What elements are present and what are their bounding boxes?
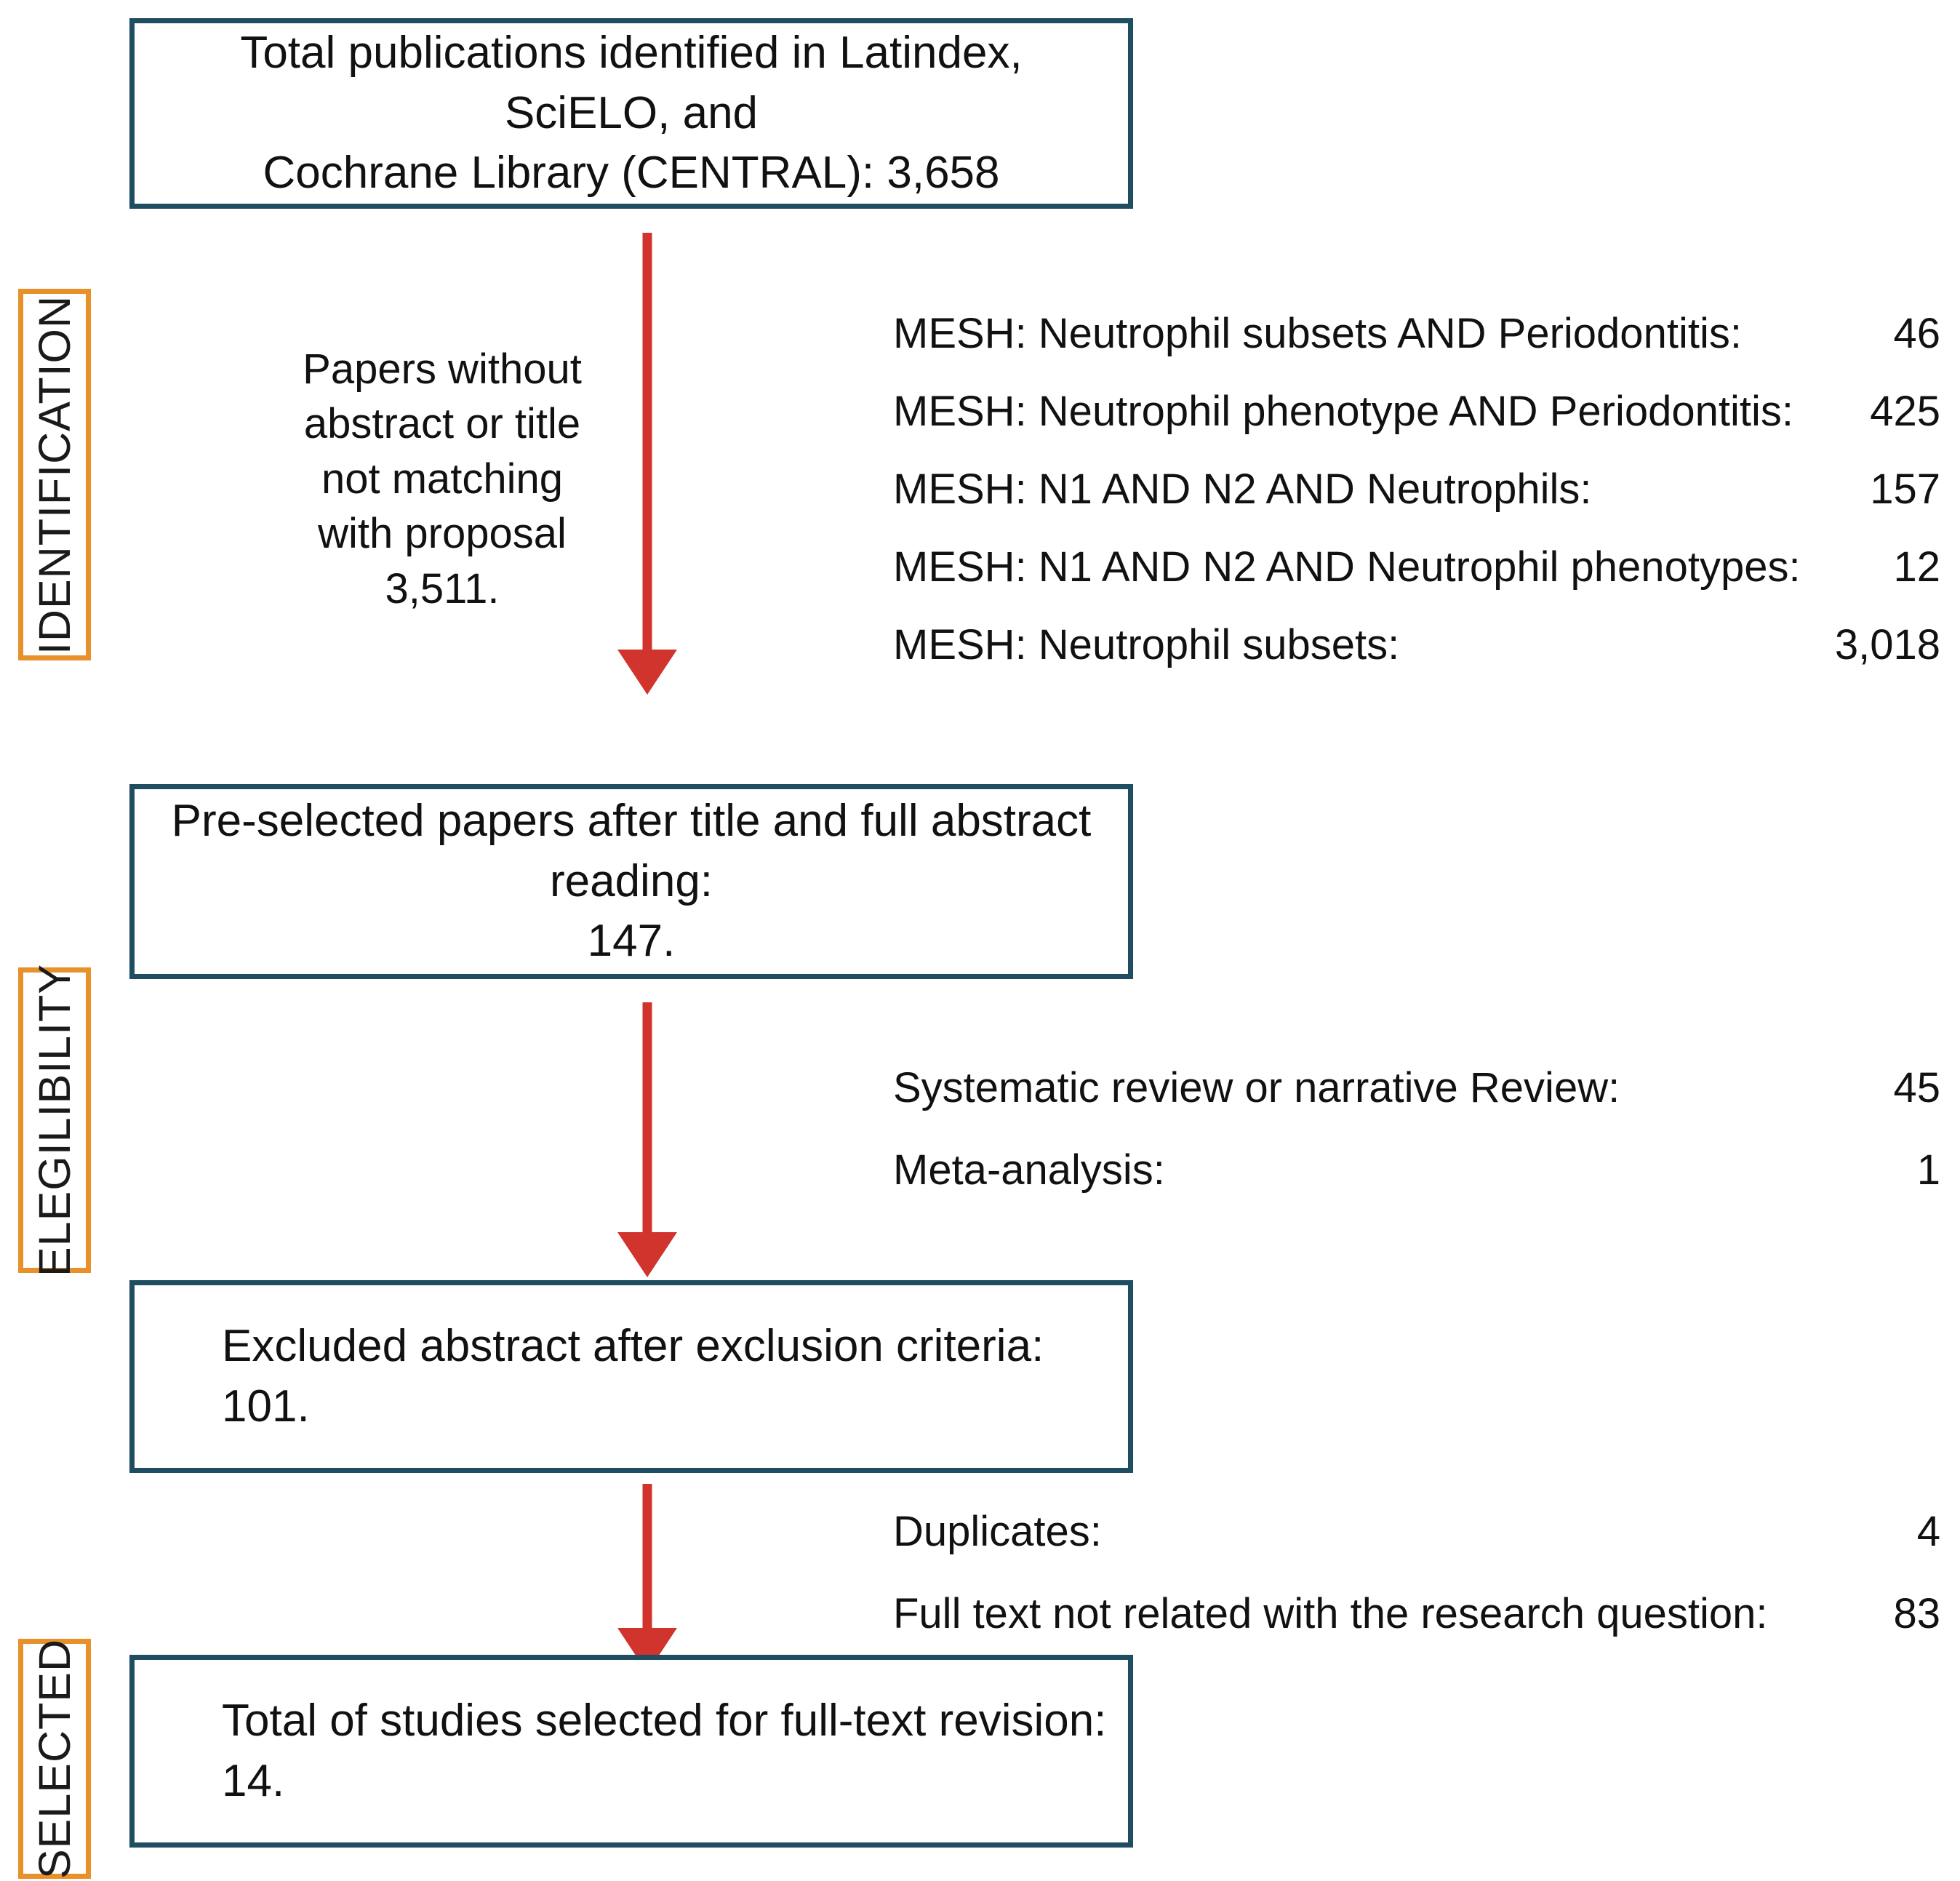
stage-label-identification: IDENTIFICATION: [18, 289, 91, 660]
box-2-line-1: Pre-selected papers after title and full…: [171, 796, 1092, 906]
box-total-studies-selected: Total of studies selected for full-text …: [129, 1655, 1133, 1848]
box-2-line-2: 147.: [587, 916, 676, 967]
mesh-note-value: 12: [1893, 543, 1940, 591]
eligibility-note-row: Systematic review or narrative Review: 4…: [893, 1063, 1940, 1112]
stage-label-identification-text: IDENTIFICATION: [30, 295, 80, 655]
arrow-caption-line-3: not matching: [321, 455, 564, 503]
box-3-line-1: Excluded abstract after exclusion criter…: [222, 1321, 1044, 1431]
arrow-excluded-to-selected: [596, 1484, 698, 1673]
fulltext-note-row: Duplicates: 4: [893, 1507, 1940, 1556]
arrow-caption-papers-without-abstract: Papers without abstract or title not mat…: [289, 342, 595, 616]
mesh-note-label: MESH: Neutrophil phenotype AND Periodont…: [893, 388, 1793, 435]
box-1-line-1: Total publications identified in Latinde…: [240, 28, 1023, 138]
stage-label-selected: SELECTED: [18, 1639, 91, 1879]
box-1-line-2: Cochrane Library (CENTRAL): 3,658: [263, 148, 1000, 199]
mesh-note-row: MESH: Neutrophil subsets AND Periodontit…: [893, 309, 1940, 358]
fulltext-note-row: Full text not related with the research …: [893, 1589, 1940, 1638]
arrow-caption-line-4: with proposal: [318, 510, 567, 558]
arrow-head: [617, 650, 677, 695]
mesh-note-value: 3,018: [1834, 621, 1940, 668]
mesh-note-label: MESH: N1 AND N2 AND Neutrophils:: [893, 466, 1592, 513]
arrow-eligibility-to-excluded: [596, 1002, 698, 1279]
box-4-line-1: Total of studies selected for full-text …: [222, 1696, 1107, 1806]
stage-label-selected-text: SELECTED: [30, 1638, 80, 1880]
mesh-note-value: 425: [1870, 388, 1940, 435]
fulltext-note-label: Full text not related with the research …: [893, 1590, 1768, 1637]
box-pre-selected-papers: Pre-selected papers after title and full…: [129, 784, 1133, 979]
box-excluded-abstract: Excluded abstract after exclusion criter…: [129, 1280, 1133, 1473]
eligibility-note-value: 1: [1916, 1146, 1940, 1194]
mesh-note-label: MESH: Neutrophil subsets:: [893, 621, 1400, 668]
stage-label-eligibility: ELEGILIBILITY: [18, 964, 91, 1277]
fulltext-note-label: Duplicates:: [893, 1508, 1102, 1555]
eligibility-note-label: Meta-analysis:: [893, 1146, 1165, 1194]
box-total-studies-selected-text: Total of studies selected for full-text …: [222, 1691, 1109, 1811]
box-total-publications-identified: Total publications identified in Latinde…: [129, 18, 1133, 209]
mesh-note-value: 157: [1870, 466, 1940, 513]
mesh-search-results-list: MESH: Neutrophil subsets AND Periodontit…: [893, 309, 1940, 669]
mesh-note-row: MESH: Neutrophil phenotype AND Periodont…: [893, 387, 1940, 436]
fulltext-exclusions-list: Duplicates: 4 Full text not related with…: [893, 1507, 1940, 1638]
arrow-shaft: [642, 233, 652, 650]
arrow-shaft: [642, 1484, 652, 1628]
mesh-note-row: MESH: Neutrophil subsets: 3,018: [893, 620, 1940, 669]
mesh-note-value: 46: [1893, 310, 1940, 357]
mesh-note-row: MESH: N1 AND N2 AND Neutrophil phenotype…: [893, 543, 1940, 591]
arrow-shaft: [642, 1002, 652, 1232]
mesh-note-label: MESH: N1 AND N2 AND Neutrophil phenotype…: [893, 543, 1801, 591]
eligibility-note-row: Meta-analysis: 1: [893, 1146, 1940, 1194]
fulltext-note-value: 4: [1916, 1508, 1940, 1555]
mesh-note-label: MESH: Neutrophil subsets AND Periodontit…: [893, 310, 1742, 357]
box-pre-selected-papers-text: Pre-selected papers after title and full…: [153, 791, 1109, 971]
fulltext-note-value: 83: [1893, 1590, 1940, 1637]
eligibility-note-label: Systematic review or narrative Review:: [893, 1064, 1620, 1111]
eligibility-exclusions-list: Systematic review or narrative Review: 4…: [893, 1063, 1940, 1194]
arrow-caption-line-2: abstract or title: [303, 400, 581, 448]
arrow-head: [617, 1232, 677, 1277]
arrow-identification-to-eligibility: [596, 233, 698, 695]
arrow-caption-line-5: 3,511.: [385, 564, 500, 612]
stage-label-eligibility-text: ELEGILIBILITY: [30, 963, 79, 1277]
eligibility-note-value: 45: [1893, 1064, 1940, 1111]
box-total-publications-identified-text: Total publications identified in Latinde…: [153, 23, 1109, 203]
mesh-note-row: MESH: N1 AND N2 AND Neutrophils: 157: [893, 465, 1940, 514]
arrow-caption-line-1: Papers without: [303, 346, 582, 393]
box-excluded-abstract-text: Excluded abstract after exclusion criter…: [222, 1317, 1109, 1437]
